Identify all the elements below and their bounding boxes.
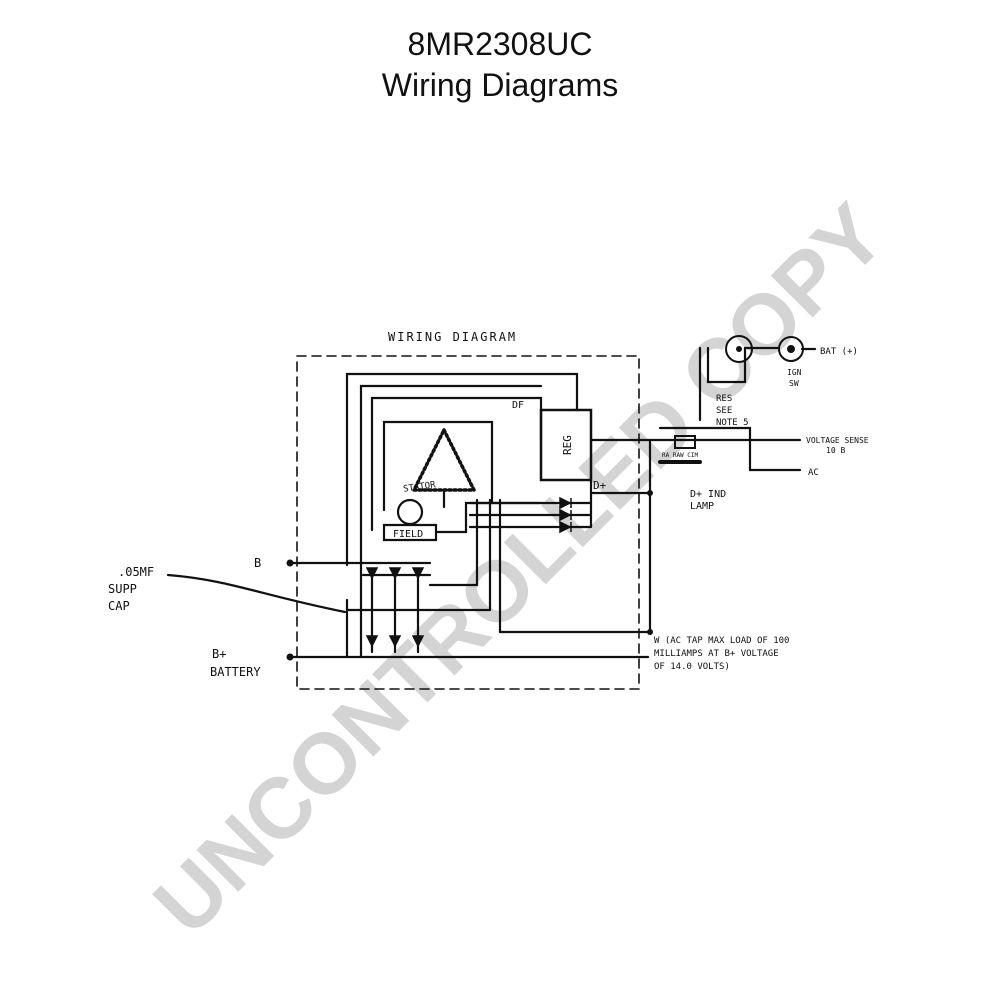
- ign-dot: [787, 345, 795, 353]
- ac-out-wire: [658, 426, 802, 472]
- ign-switch-icon: [778, 336, 804, 362]
- rect-diode-3: [411, 567, 425, 580]
- voltage-sense-label-1: VOLTAGE SENSE: [806, 436, 869, 445]
- resistor-cap-label: RA RAW CIM: [662, 452, 699, 459]
- dplus-label: D+: [593, 479, 607, 492]
- diode-3: [559, 520, 572, 534]
- rect-diode-1: [365, 567, 379, 580]
- middle-loop-wire: [359, 384, 543, 567]
- lamp-label-2: LAMP: [690, 501, 714, 512]
- housing-outline: [296, 355, 640, 690]
- rect-diode-6: [411, 635, 425, 648]
- diode-2: [559, 508, 572, 522]
- field-coil: [396, 498, 424, 526]
- stator-label: STATOR: [403, 480, 437, 495]
- res-dot: [736, 346, 742, 352]
- rectifier-return: [428, 583, 492, 612]
- ac-label: AC: [808, 468, 819, 478]
- ign-sw-label-2: SW: [789, 379, 799, 388]
- lamp-label-1: D+ IND: [690, 489, 726, 500]
- cap-leader: [166, 573, 347, 614]
- diode-1: [559, 496, 572, 510]
- sense-connector: [674, 435, 696, 449]
- df-label: DF: [512, 400, 524, 411]
- ac-terminal: [647, 629, 653, 635]
- cap-label-1: .05MF: [118, 565, 154, 579]
- battery-terminal: [286, 653, 294, 661]
- inner-loop-wire: [382, 420, 494, 512]
- rect-diode-4: [365, 635, 379, 648]
- outer-loop-wire: [345, 372, 579, 567]
- field-label: FIELD: [393, 529, 423, 540]
- note-line-3: OF 14.0 VOLTS): [654, 662, 730, 672]
- res-label-2: SEE: [716, 406, 732, 416]
- regulator-box: [539, 408, 593, 482]
- battery-label-1: B+: [212, 647, 226, 661]
- part-number-title: 8MR2308UC: [407, 26, 593, 62]
- bat-terminal-label: BAT (+): [820, 347, 858, 357]
- rect-diode-2: [388, 567, 402, 580]
- page-subtitle: Wiring Diagrams: [381, 67, 619, 103]
- res-label-3: NOTE 5: [716, 418, 749, 428]
- b-terminal: [286, 559, 294, 567]
- voltage-sense-label-2: 10 B: [826, 446, 845, 455]
- cap-label-3: CAP: [108, 599, 130, 613]
- battery-label-2: BATTERY: [210, 665, 261, 679]
- ign-loop: [706, 346, 780, 384]
- note-line-2: MILLIAMPS AT B+ VOLTAGE: [654, 649, 779, 659]
- ign-sw-label-1: IGN: [787, 368, 802, 377]
- regulator-label: REG: [561, 435, 574, 455]
- b-label: B: [254, 556, 261, 570]
- res-symbol: [725, 335, 753, 363]
- field-box: [382, 523, 438, 542]
- diagram-heading: WIRING DIAGRAM: [388, 330, 517, 344]
- dplus-terminal: [647, 490, 653, 496]
- rect-diode-5: [388, 635, 402, 648]
- res-label-1: RES: [716, 394, 732, 404]
- watermark: UNCONTROLLED COPY: [136, 186, 903, 953]
- cap-label-2: SUPP: [108, 582, 137, 596]
- note-line-1: W (AC TAP MAX LOAD OF 100: [654, 636, 789, 646]
